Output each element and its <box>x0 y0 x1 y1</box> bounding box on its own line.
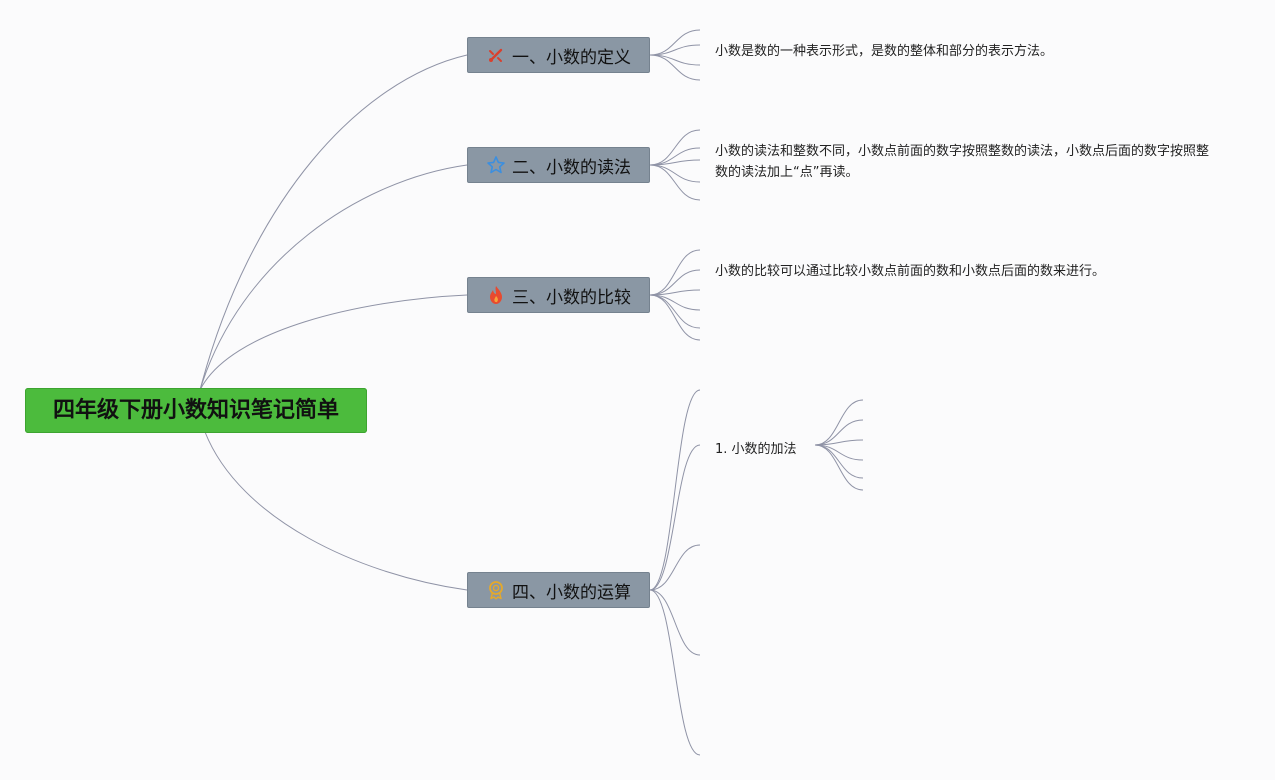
note-comparison: 小数的比较可以通过比较小数点前面的数和小数点后面的数来进行。 <box>715 264 1106 279</box>
connector-line <box>814 399 864 446</box>
branch-reading[interactable]: 二、小数的读法 <box>467 147 650 183</box>
branch-comparison[interactable]: 三、小数的比较 <box>467 277 650 313</box>
connector-line <box>199 294 468 391</box>
flame-icon <box>486 285 506 305</box>
connector-line <box>814 419 864 446</box>
branch-label: 三、小数的比较 <box>512 287 631 308</box>
star-icon <box>486 155 506 175</box>
connector-line <box>649 589 701 756</box>
connector-line <box>814 444 864 479</box>
connector-line <box>649 44 701 56</box>
medal-icon <box>486 580 506 600</box>
connector-line <box>649 389 701 591</box>
connector-line <box>649 164 701 201</box>
branch-label: 四、小数的运算 <box>512 582 631 603</box>
connector-line <box>649 29 701 56</box>
connector-line <box>649 589 701 656</box>
connector-line <box>649 54 701 66</box>
connector-line <box>649 54 701 81</box>
connector-line <box>649 294 701 341</box>
subtopic-addition[interactable]: 1. 小数的加法 <box>715 442 797 457</box>
root-topic[interactable]: 四年级下册小数知识笔记简单 <box>25 388 367 433</box>
connector-line <box>649 544 701 591</box>
tools-icon <box>486 45 506 65</box>
note-definition: 小数是数的一种表示形式，是数的整体和部分的表示方法。 <box>715 44 1054 59</box>
branch-operations[interactable]: 四、小数的运算 <box>467 572 650 608</box>
connector-line <box>649 294 701 311</box>
branch-definition[interactable]: 一、小数的定义 <box>467 37 650 73</box>
branch-label: 一、小数的定义 <box>512 47 631 68</box>
connector-line <box>199 164 468 391</box>
connector-line <box>199 54 468 391</box>
connector-line <box>814 444 864 491</box>
connector-line <box>649 164 701 183</box>
branch-label: 二、小数的读法 <box>512 157 631 178</box>
connector-line <box>649 269 701 296</box>
connector-line <box>814 444 864 461</box>
connector-line <box>649 294 701 329</box>
note-reading: 小数的读法和整数不同，小数点前面的数字按照整数的读法，小数点后面的数字按照整数的… <box>715 144 1210 180</box>
connector-line <box>204 431 468 591</box>
connector-line <box>649 249 701 296</box>
connector-line <box>649 444 701 591</box>
